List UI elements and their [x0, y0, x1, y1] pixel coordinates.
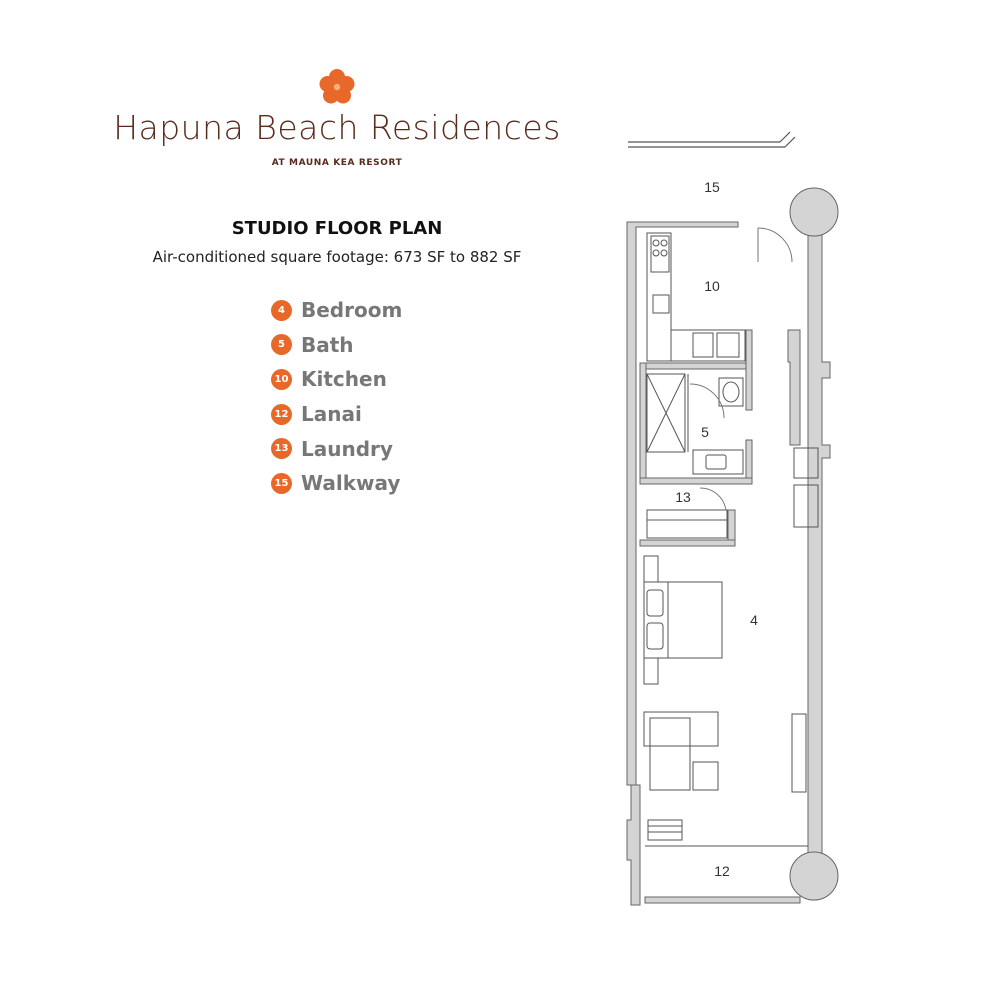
brand-name: Hapuna Beach Residences — [113, 108, 561, 147]
walkway-rail — [628, 131, 796, 148]
legend-badge: 10 — [271, 368, 292, 390]
plan-title: STUDIO FLOOR PLAN — [231, 218, 443, 239]
legend-badge: 13 — [271, 438, 292, 460]
bath-area — [646, 373, 744, 475]
room-label-walkway: 15 — [704, 179, 720, 195]
legend-item-walkway: 15 Walkway — [271, 466, 402, 501]
room-label-bedroom: 4 — [750, 612, 758, 628]
legend-badge: 5 — [271, 334, 292, 356]
room-label-laundry: 13 — [675, 489, 691, 505]
room-label-lanai: 12 — [714, 863, 730, 879]
legend-item-lanai: 12 Lanai — [271, 397, 402, 432]
room-legend: 4 Bedroom 5 Bath 10 Kitchen 12 Lanai 13 … — [271, 293, 402, 501]
room-label-bath: 5 — [701, 424, 709, 440]
legend-item-laundry: 13 Laundry — [271, 431, 402, 466]
legend-item-bedroom: 4 Bedroom — [271, 293, 402, 328]
legend-badge: 15 — [271, 472, 292, 494]
legend-item-bath: 5 Bath — [271, 328, 402, 363]
legend-badge: 12 — [271, 403, 292, 425]
brand-subtitle: AT MAUNA KEA RESORT — [271, 158, 403, 168]
legend-item-kitchen: 10 Kitchen — [271, 362, 402, 397]
legend-label: Bedroom — [301, 298, 403, 323]
plan-footage: Air-conditioned square footage: 673 SF t… — [152, 248, 522, 266]
kitchen-area — [646, 227, 793, 362]
legend-label: Bath — [301, 332, 354, 357]
bedroom-area — [643, 447, 819, 847]
legend-label: Kitchen — [301, 367, 387, 392]
legend-label: Lanai — [301, 402, 362, 427]
exterior-walls — [626, 187, 839, 906]
plumeria-flower-icon — [319, 69, 355, 104]
legend-label: Walkway — [301, 471, 401, 496]
legend-label: Laundry — [301, 436, 393, 461]
laundry-area — [646, 487, 728, 539]
interior-walls — [639, 329, 753, 547]
room-label-kitchen: 10 — [704, 278, 720, 294]
legend-badge: 4 — [271, 299, 292, 321]
